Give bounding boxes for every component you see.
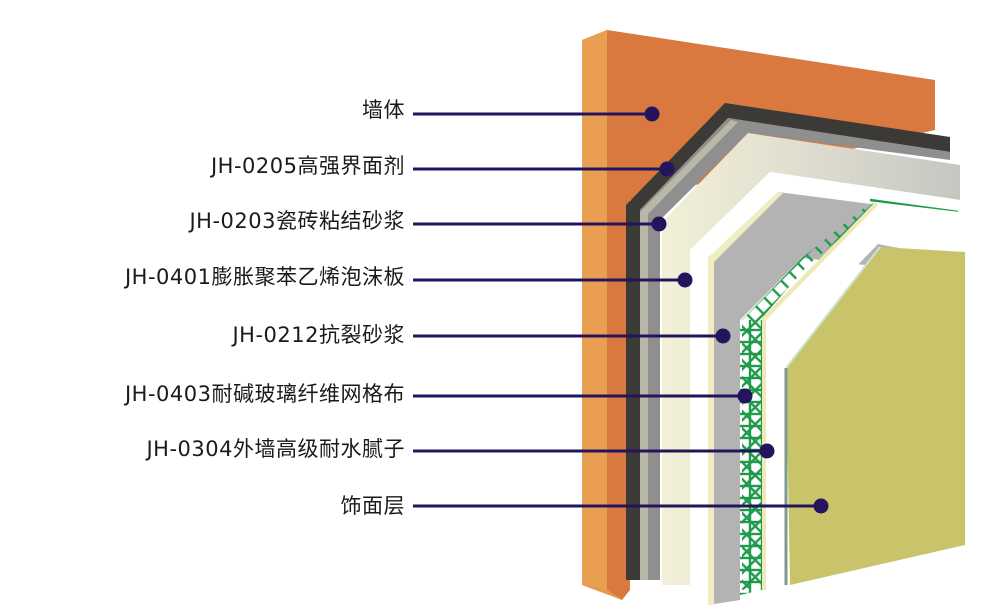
leader-dot-putty [759,443,775,459]
label-putty: JH-0304外墙高级耐水腻子 [146,437,405,461]
leader-dot-wall [644,106,660,122]
finish-layer-panel [786,247,965,585]
label-wall: 墙体 [362,98,405,122]
finish-layer-edge [785,246,881,369]
label-fiberglass-mesh: JH-0403耐碱玻璃纤维网格布 [124,382,405,406]
label-tile-adhesive-mortar: JH-0203瓷砖粘结砂浆 [189,209,405,233]
leader-dot-fiberglass-mesh [737,388,753,404]
label-finish-layer: 饰面层 [340,494,405,518]
putty-layer [762,202,960,590]
leader-dot-finish-layer [813,498,829,514]
label-anti-crack-mortar: JH-0212抗裂砂浆 [232,323,405,347]
label-interface-agent: JH-0205高强界面剂 [210,154,405,178]
leader-dot-eps-board [677,272,693,288]
leader-dot-interface-agent [659,161,675,177]
leader-dot-anti-crack-mortar [715,328,731,344]
eps-board-layer [662,133,960,585]
label-eps-board: JH-0401膨胀聚苯乙烯泡沫板 [124,265,405,289]
leader-dot-tile-adhesive-mortar [651,216,667,232]
